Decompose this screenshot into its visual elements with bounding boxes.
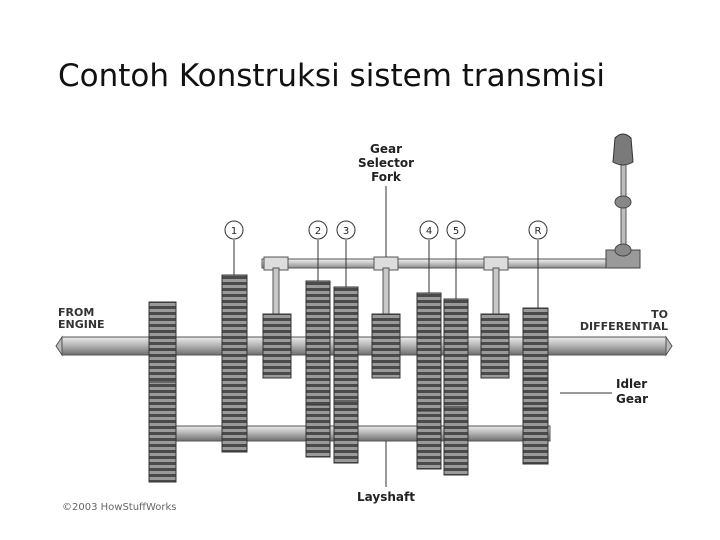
synchro-hub — [371, 313, 401, 379]
gear-number-3: 3 — [336, 220, 356, 240]
svg-text:FROM: FROM — [58, 306, 94, 319]
copyright-text: ©2003 HowStuffWorks — [62, 502, 176, 513]
svg-text:ENGINE: ENGINE — [58, 318, 105, 331]
svg-text:Selector: Selector — [358, 156, 414, 170]
gear-2 — [305, 280, 331, 458]
gear-selector-fork-label: Gear Selector Fork — [358, 142, 414, 184]
gear-number-r: R — [528, 220, 548, 240]
slide-title: Contoh Konstruksi sistem transmisi — [58, 58, 606, 94]
gear-1 — [221, 274, 248, 453]
layshaft-label: Layshaft — [357, 490, 415, 504]
gear-r — [522, 307, 549, 465]
gear-5 — [443, 298, 469, 476]
svg-text:R: R — [535, 226, 542, 237]
synchro-hub — [262, 313, 292, 379]
gear-number-5: 5 — [446, 220, 466, 240]
main-shaft — [55, 335, 673, 357]
svg-text:Idler: Idler — [616, 377, 647, 391]
svg-text:4: 4 — [426, 226, 432, 237]
svg-text:1: 1 — [231, 226, 237, 237]
svg-text:Gear: Gear — [616, 392, 648, 406]
svg-text:2: 2 — [315, 226, 321, 237]
to-differential-label: TO DIFFERENTIAL — [580, 308, 668, 333]
input-gear — [148, 301, 177, 483]
svg-text:TO: TO — [651, 308, 668, 321]
svg-text:5: 5 — [453, 226, 459, 237]
gear-number-markers: 1 2 3 4 5 R — [224, 220, 548, 240]
svg-text:3: 3 — [343, 226, 349, 237]
gear-4 — [416, 292, 442, 470]
svg-text:DIFFERENTIAL: DIFFERENTIAL — [580, 320, 668, 333]
synchro-hub — [480, 313, 510, 379]
from-engine-label: FROM ENGINE — [58, 306, 105, 331]
gear-number-1: 1 — [224, 220, 244, 240]
idler-gear-label: Idler Gear — [616, 377, 648, 406]
gear-3 — [333, 286, 359, 464]
svg-text:Gear: Gear — [370, 142, 402, 156]
gear-lever[interactable] — [605, 133, 641, 269]
svg-text:Fork: Fork — [371, 170, 402, 184]
gear-number-2: 2 — [308, 220, 328, 240]
leader-lines — [233, 186, 612, 487]
gear-number-4: 4 — [419, 220, 439, 240]
